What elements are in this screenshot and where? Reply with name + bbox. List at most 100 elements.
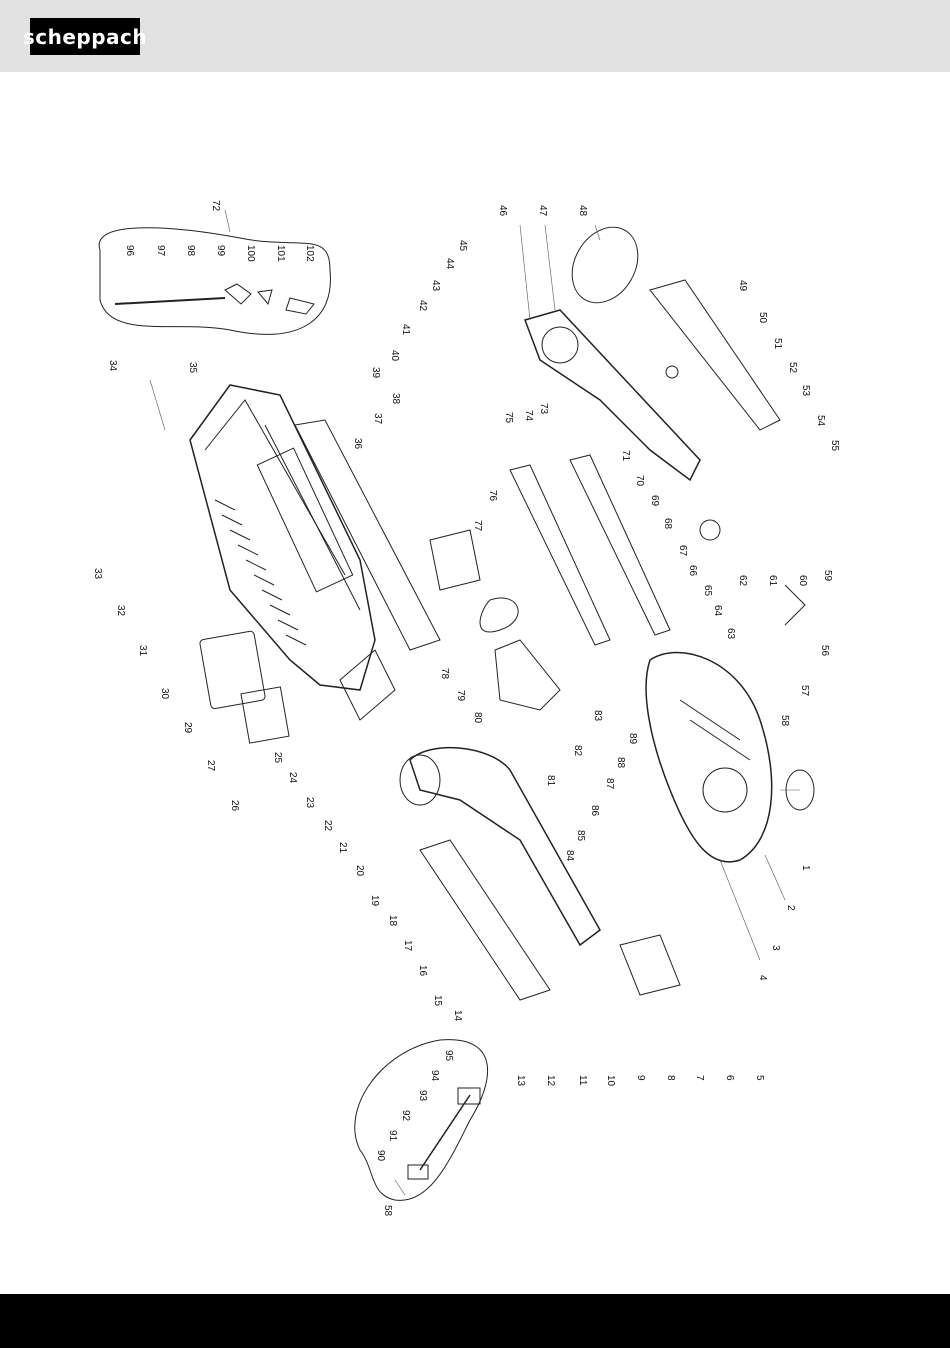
callout-92: 92 bbox=[400, 1110, 411, 1122]
callout-65: 65 bbox=[702, 585, 713, 597]
callout-24: 24 bbox=[287, 772, 298, 784]
part-handle-14 bbox=[409, 747, 601, 947]
callout-98: 98 bbox=[185, 245, 196, 257]
callout-95: 95 bbox=[443, 1050, 454, 1062]
callout-39: 39 bbox=[370, 367, 381, 379]
callout-83: 83 bbox=[592, 710, 603, 722]
callout-88: 88 bbox=[615, 757, 626, 769]
callout-90: 90 bbox=[375, 1150, 386, 1162]
callout-48: 48 bbox=[577, 205, 588, 217]
callout-84: 84 bbox=[564, 850, 575, 862]
callout-99: 99 bbox=[215, 245, 226, 257]
callout-77: 77 bbox=[472, 520, 483, 532]
callout-66: 66 bbox=[687, 565, 698, 577]
callout-57: 57 bbox=[799, 685, 810, 697]
callout-69: 69 bbox=[649, 495, 660, 507]
callout-27: 27 bbox=[205, 760, 216, 772]
callout-41: 41 bbox=[400, 324, 411, 336]
callout-51: 51 bbox=[772, 338, 783, 350]
callout-59: 59 bbox=[822, 570, 833, 582]
callout-82: 82 bbox=[572, 745, 583, 757]
callout-35: 35 bbox=[187, 362, 198, 374]
callout-81: 81 bbox=[545, 775, 556, 787]
callout-97: 97 bbox=[155, 245, 166, 257]
callout-74: 74 bbox=[523, 410, 534, 422]
callout-40: 40 bbox=[389, 350, 400, 362]
callout-45: 45 bbox=[457, 240, 468, 252]
callout-91: 91 bbox=[387, 1130, 398, 1142]
callout-22: 22 bbox=[322, 820, 333, 832]
callout-18: 18 bbox=[387, 915, 398, 927]
callout-55: 55 bbox=[829, 440, 840, 452]
callout-102: 102 bbox=[304, 245, 315, 262]
callout-52: 52 bbox=[787, 362, 798, 374]
callout-44: 44 bbox=[444, 258, 455, 270]
callout-60: 60 bbox=[797, 575, 808, 587]
callout-67: 67 bbox=[677, 545, 688, 557]
callout-26: 26 bbox=[229, 800, 240, 812]
callout-89: 89 bbox=[627, 733, 638, 745]
callout-37: 37 bbox=[372, 413, 383, 425]
part-motor-48 bbox=[571, 226, 639, 304]
part-guard-4 bbox=[645, 651, 773, 863]
part-arm-49 bbox=[649, 279, 781, 431]
callout-25: 25 bbox=[272, 752, 283, 764]
callout-101: 101 bbox=[275, 245, 286, 262]
callout-9: 9 bbox=[635, 1075, 646, 1081]
callout-47: 47 bbox=[537, 205, 548, 217]
callout-32: 32 bbox=[115, 605, 126, 617]
callout-3: 3 bbox=[770, 945, 781, 951]
part-box-77 bbox=[429, 529, 481, 591]
callout-20: 20 bbox=[354, 865, 365, 877]
callout-50: 50 bbox=[757, 312, 768, 324]
callout-21: 21 bbox=[337, 842, 348, 854]
callout-33: 33 bbox=[92, 568, 103, 580]
callout-87: 87 bbox=[604, 778, 615, 790]
callout-54: 54 bbox=[815, 415, 826, 427]
part-plate-32 bbox=[294, 419, 441, 651]
callout-56: 56 bbox=[819, 645, 830, 657]
callout-70: 70 bbox=[634, 475, 645, 487]
callout-5: 5 bbox=[754, 1075, 765, 1081]
callout-7: 7 bbox=[694, 1075, 705, 1081]
callout-36: 36 bbox=[352, 438, 363, 450]
callout-17: 17 bbox=[402, 940, 413, 952]
callout-68: 68 bbox=[662, 518, 673, 530]
part-rod-56 bbox=[784, 584, 806, 626]
callout-53: 53 bbox=[800, 385, 811, 397]
callout-58: 58 bbox=[382, 1205, 393, 1217]
callout-86: 86 bbox=[589, 805, 600, 817]
callout-75: 75 bbox=[503, 412, 514, 424]
callout-73: 73 bbox=[538, 403, 549, 415]
callout-79: 79 bbox=[455, 690, 466, 702]
callout-12: 12 bbox=[545, 1075, 556, 1087]
callout-96: 96 bbox=[124, 245, 135, 257]
callout-63: 63 bbox=[725, 628, 736, 640]
callout-6: 6 bbox=[724, 1075, 735, 1081]
callout-4: 4 bbox=[757, 975, 768, 981]
callout-11: 11 bbox=[577, 1075, 588, 1086]
callout-8: 8 bbox=[665, 1075, 676, 1081]
part-rail-70 bbox=[569, 454, 671, 636]
part-cable-79 bbox=[479, 597, 519, 633]
callout-1: 1 bbox=[800, 865, 811, 871]
part-board-26 bbox=[240, 686, 290, 744]
callout-100: 100 bbox=[245, 245, 256, 262]
footer-bar bbox=[0, 1294, 950, 1348]
callout-94: 94 bbox=[429, 1070, 440, 1082]
callout-10: 10 bbox=[605, 1075, 616, 1087]
callout-85: 85 bbox=[575, 830, 586, 842]
callout-2: 2 bbox=[785, 905, 796, 911]
callout-49: 49 bbox=[737, 280, 748, 292]
callout-14: 14 bbox=[452, 1010, 463, 1022]
inset-bubble-58 bbox=[354, 1039, 488, 1201]
diagram-canvas: 1234567891011121314151617181920212223242… bbox=[92, 200, 840, 1217]
part-25 bbox=[339, 649, 396, 721]
callout-64: 64 bbox=[712, 605, 723, 617]
callout-80: 80 bbox=[472, 712, 483, 724]
callout-13: 13 bbox=[515, 1075, 526, 1087]
part-housing-47 bbox=[524, 309, 701, 482]
callout-58: 58 bbox=[779, 715, 790, 727]
callout-16: 16 bbox=[417, 965, 428, 977]
part-panel-27 bbox=[199, 630, 266, 710]
